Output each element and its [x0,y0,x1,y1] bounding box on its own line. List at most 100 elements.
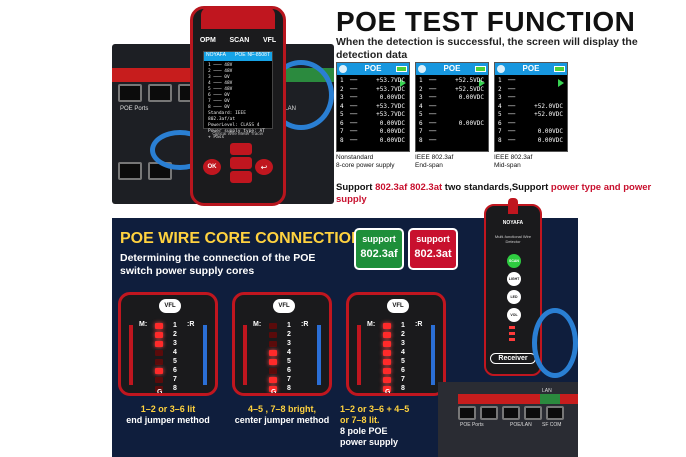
poe-panel-nonstandard: POE 1──+53.7VDC 2──+53.7VDC 3──0.00VDC 4… [336,62,410,152]
poe-test-title: POE TEST FUNCTION [336,6,636,37]
r-label: :R [415,321,423,328]
wire-core-subtitle: Determining the connection of the POE sw… [120,252,316,277]
g-label: G [271,389,277,396]
m-label: M: [253,321,262,328]
led [383,386,391,392]
switch-port-label: POE Ports [120,106,149,112]
poe-row: 6──0.00VDC [340,119,405,127]
poe-row: 5──+53.7VDC [340,111,405,118]
back-icon: ↩ [255,159,273,175]
led [383,323,391,329]
receiver-tip [508,198,518,214]
switch-port-label: POE/LAN [510,422,532,428]
dpad [229,141,253,197]
receiver-label: Receiver [490,353,536,364]
network-switch-bottom: POE Ports POE/LAN LAN SF COM [438,382,578,457]
led [269,359,277,365]
switch-ports-bottom [118,162,172,180]
poe-row: 3──0.00VDC [419,94,484,101]
led [155,377,163,383]
led [269,323,277,329]
led [155,359,163,365]
side-stripe [243,325,247,385]
poe-row: 7──0.00VDC [340,128,405,135]
led-column [269,323,281,393]
tester-device: OPM SCAN VFL NOYAFA POE NF-8508T 1 ─── 4… [190,6,286,206]
led [383,332,391,338]
play-icon [479,79,485,87]
tester-row: 8 ─── 0V [208,105,230,110]
poe-row: 8──0.00VDC [498,136,563,144]
m-label: M: [139,321,148,328]
led [269,377,277,383]
poe-row: 5──+52.0VDC [498,111,563,118]
poe-row: 1── [498,77,516,84]
led [155,350,163,356]
logo-icon [497,65,505,73]
r-label: :R [301,321,309,328]
vfl-label: VFL [273,299,295,313]
poe-row: 4──+52.0VDC [498,102,563,110]
tester-screen-footer: Standard: IEEE 802.3af/at [208,111,246,122]
led [269,368,277,374]
ethernet-port [118,84,142,102]
led [383,350,391,356]
led-column [155,323,167,393]
g-label: G [157,389,163,396]
tester-row: 1 ─── 48V [208,63,233,68]
poe-test-subtitle: When the detection is successful, the sc… [336,36,638,61]
center-button [230,157,252,169]
caption-center-jumper: 4–5 , 7–8 bright,center jumper method [234,404,330,425]
tester-brand: NOYAFA [206,52,226,58]
poe-panel-rows: 1──+53.7VDC 2──+53.7VDC 3──0.00VDC 4──+5… [337,75,409,147]
support-standards-text: Support 802.3af 802.3at two standards,Su… [336,182,652,205]
poe-row: 3──0.00VDC [340,94,405,101]
poe-row: 8──0.00VDC [340,136,405,144]
led [383,377,391,383]
poe-row: 4──+53.7VDC [340,102,405,110]
side-stripe [129,325,133,385]
switch-ports [458,406,564,420]
tester-screen-title: POE [235,52,246,58]
ethernet-port [458,406,476,420]
poe-row: 6──0.00VDC [419,119,484,127]
tester-tabs: OPM SCAN VFL [193,37,283,44]
tester-screen-footer: Power supply type: AT + Pass [208,129,265,140]
play-icon [558,79,564,87]
g-label: G [385,389,391,396]
led [269,386,277,392]
led [155,332,163,338]
ethernet-port [480,406,498,420]
tester-screen-rows: 1 ─── 48V 2 ─── 48V 3 ─── 0V 4 ─── 48V 5… [204,61,272,143]
wire-core-section: POE WIRE CORE CONNECTION Determining the… [112,198,578,457]
switch-port-label: SF COM [542,422,562,428]
ok-button: OK [203,159,221,175]
poe-row: 2── [498,85,516,93]
ethernet-port [524,406,542,420]
poe-panel-mid-span: POE 1── 2── 3── 4──+52.0VDC 5──+52.0VDC … [494,62,568,152]
scan-button: SCAN [507,254,521,268]
switch-port-label: POE Ports [460,422,484,428]
poe-panel-end-span: POE 1──+52.5VDC 2──+52.5VDC 3──0.00VDC 4… [415,62,489,152]
ethernet-port [118,162,142,180]
battery-icon [396,66,407,72]
poe-screen-panels: POE 1──+53.7VDC 2──+53.7VDC 3──0.00VDC 4… [336,62,568,152]
blue-cable [532,308,578,378]
poe-row: 5── [419,111,437,118]
led [383,359,391,365]
ethernet-port [502,406,520,420]
m-label: M: [367,321,376,328]
led [155,368,163,374]
tab-scan: SCAN [229,37,250,44]
ethernet-port [546,406,564,420]
led [269,341,277,347]
led-column [383,323,395,393]
